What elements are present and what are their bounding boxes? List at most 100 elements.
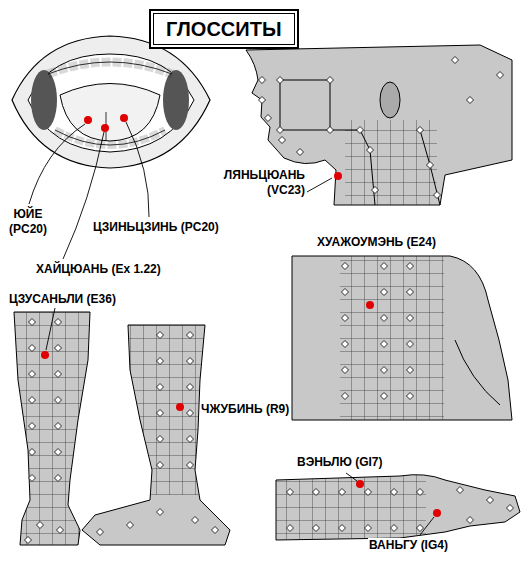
point-marker (187, 462, 194, 469)
point-marker (55, 345, 62, 352)
point-marker (157, 384, 164, 391)
lower-teeth-line (55, 130, 165, 145)
point-marker (497, 72, 504, 79)
acupoint (120, 114, 128, 122)
point-marker (381, 367, 388, 374)
point-label: ВЭНЬЛЮ (GI7) (296, 455, 384, 470)
point-marker (297, 149, 304, 156)
cheek-shadow (163, 70, 189, 130)
point-marker (381, 393, 388, 400)
acupoints (41, 114, 441, 517)
forearm-outline (276, 475, 520, 540)
point-marker (407, 341, 414, 348)
upper-teeth (48, 62, 172, 74)
point-marker (55, 475, 62, 482)
point-marker (339, 525, 346, 532)
point-marker (212, 527, 219, 534)
point-marker (55, 319, 62, 326)
point-marker (277, 77, 284, 84)
point-marker (313, 489, 320, 496)
diagram-title: ГЛОССИТЫ (153, 13, 295, 45)
point-marker (372, 187, 379, 194)
point-marker (157, 332, 164, 339)
point-marker (417, 489, 424, 496)
point-marker (407, 367, 414, 374)
point-marker (342, 367, 349, 374)
point-marker (407, 263, 414, 270)
meridian-line (420, 130, 440, 205)
point-marker (381, 315, 388, 322)
tongue (60, 84, 160, 142)
point-marker (287, 525, 294, 532)
point-marker (157, 462, 164, 469)
point-marker (97, 529, 104, 536)
leader-line (46, 308, 55, 350)
point-marker (357, 127, 364, 134)
point-marker (342, 263, 349, 270)
point-label: ВАНЬГУ (IG4) (368, 538, 449, 553)
point-marker (57, 527, 64, 534)
point-marker (29, 475, 36, 482)
title-box: ГЛОССИТЫ (149, 9, 299, 49)
point-marker (417, 127, 424, 134)
acupoint (334, 172, 342, 180)
ear (380, 82, 400, 118)
leader-line (126, 122, 149, 217)
mouth-drawing (12, 36, 210, 168)
neck-grid (345, 120, 437, 210)
point-marker (407, 289, 414, 296)
hip-line (455, 340, 500, 405)
acupoint (366, 301, 374, 309)
point-marker (55, 423, 62, 430)
point-marker (157, 509, 164, 516)
acupoint (84, 116, 92, 124)
abdomen-drawing (292, 256, 512, 420)
acupoint (433, 509, 441, 517)
point-marker (29, 319, 36, 326)
point-marker (434, 192, 441, 199)
point-marker (457, 487, 464, 494)
leader-line (346, 473, 357, 481)
point-marker (342, 289, 349, 296)
leader-line (63, 132, 104, 259)
acupoint (41, 351, 49, 359)
point-label: ХУАЖОУМЭНЬ (E24) (316, 235, 437, 250)
point-marker (29, 449, 36, 456)
point-marker (365, 525, 372, 532)
point-marker (277, 127, 284, 134)
point-marker (391, 489, 398, 496)
point-marker (407, 315, 414, 322)
forearm-grid (276, 474, 426, 540)
point-label: ЧЖУБИНЬ (R9) (200, 402, 290, 417)
point-marker (367, 147, 374, 154)
point-marker (187, 410, 194, 417)
point-marker (265, 115, 272, 122)
point-marker (342, 341, 349, 348)
acupoint (356, 480, 364, 488)
point-marker (157, 358, 164, 365)
point-marker (487, 497, 494, 504)
meridian-line (330, 130, 375, 205)
point-marker (339, 489, 346, 496)
point-marker (127, 522, 134, 529)
acupoint (101, 124, 109, 132)
leader-lines (29, 122, 434, 535)
point-marker (279, 137, 286, 144)
upper-teeth-line (48, 62, 172, 74)
lips (12, 36, 210, 168)
forearm-drawing (276, 474, 520, 540)
leg-outline (82, 325, 230, 545)
point-label: ХАЙЦЮАНЬ (Ex 1.22) (35, 262, 162, 277)
point-label: ЛЯНЬЦЮАНЬ (VC23) (192, 168, 306, 198)
cheek-shadow (31, 70, 57, 130)
point-marker (37, 522, 44, 529)
point-marker (157, 436, 164, 443)
point-marker (55, 397, 62, 404)
point-marker (342, 393, 349, 400)
mouth-cavity (28, 54, 194, 152)
point-marker (507, 505, 514, 512)
point-marker (29, 397, 36, 404)
point-marker (259, 97, 266, 104)
point-marker (342, 315, 349, 322)
